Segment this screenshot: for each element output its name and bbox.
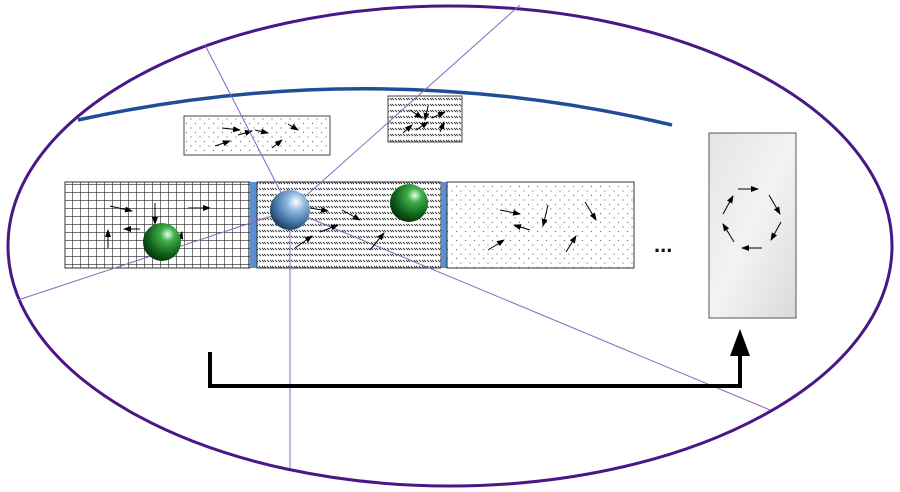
green-sphere-right (390, 184, 428, 222)
circulation-arrows (722, 186, 782, 251)
dotted-compartment-arrows (487, 201, 597, 253)
feedback-arrowhead-icon (730, 329, 750, 356)
small-hatched-box-arrows (402, 105, 446, 134)
green-sphere-left (143, 223, 181, 261)
dotted-compartment (446, 181, 635, 269)
small-dotted-box (183, 115, 331, 156)
blue-arc (77, 86, 673, 127)
hatched-compartment-arrows (294, 206, 385, 251)
ellipsis-text: ... (654, 232, 672, 257)
separator-left (250, 182, 257, 268)
marble-box (708, 132, 797, 319)
feedback-arrow (208, 352, 742, 388)
outer-ellipse (6, 4, 894, 488)
separator-right (441, 182, 447, 268)
blue-sphere (270, 190, 310, 230)
